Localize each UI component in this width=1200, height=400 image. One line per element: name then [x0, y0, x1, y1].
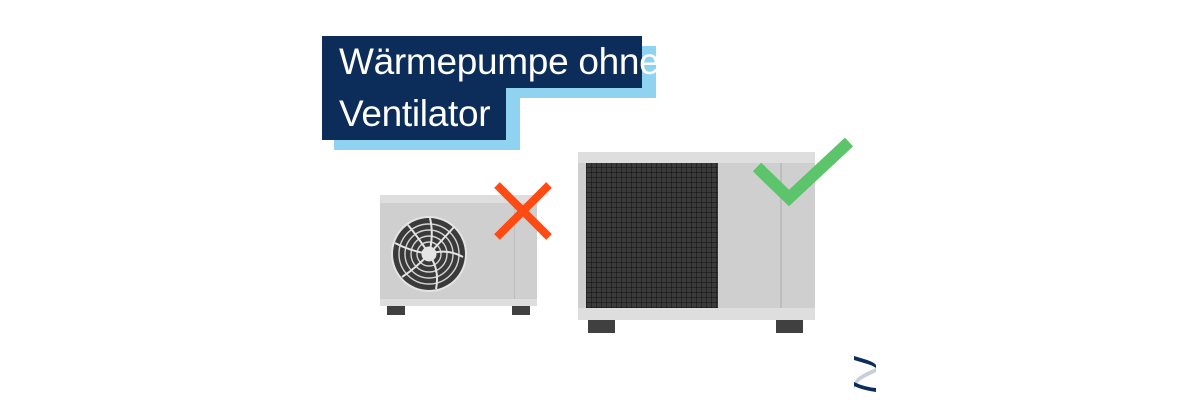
fan-icon — [390, 215, 468, 293]
large-unit-foot-right — [776, 320, 803, 333]
large-unit-foot-left — [588, 320, 615, 333]
title-line2: Ventilator — [322, 88, 506, 140]
title-line1: Wärmepumpe ohne — [322, 36, 660, 88]
large-unit-divider — [780, 163, 782, 308]
check-icon — [752, 136, 856, 210]
small-unit-foot-left — [387, 306, 405, 315]
small-unit-bottom-band — [380, 299, 537, 306]
large-unit-bottom-band — [578, 308, 815, 320]
small-unit-top-band — [380, 195, 537, 203]
brand-logo-icon — [850, 354, 878, 394]
small-unit-foot-right — [512, 306, 530, 315]
heat-exchanger-grille — [586, 163, 718, 308]
small-unit-divider — [514, 203, 515, 299]
large-unit-top-band — [578, 152, 815, 163]
cross-icon — [494, 182, 552, 240]
